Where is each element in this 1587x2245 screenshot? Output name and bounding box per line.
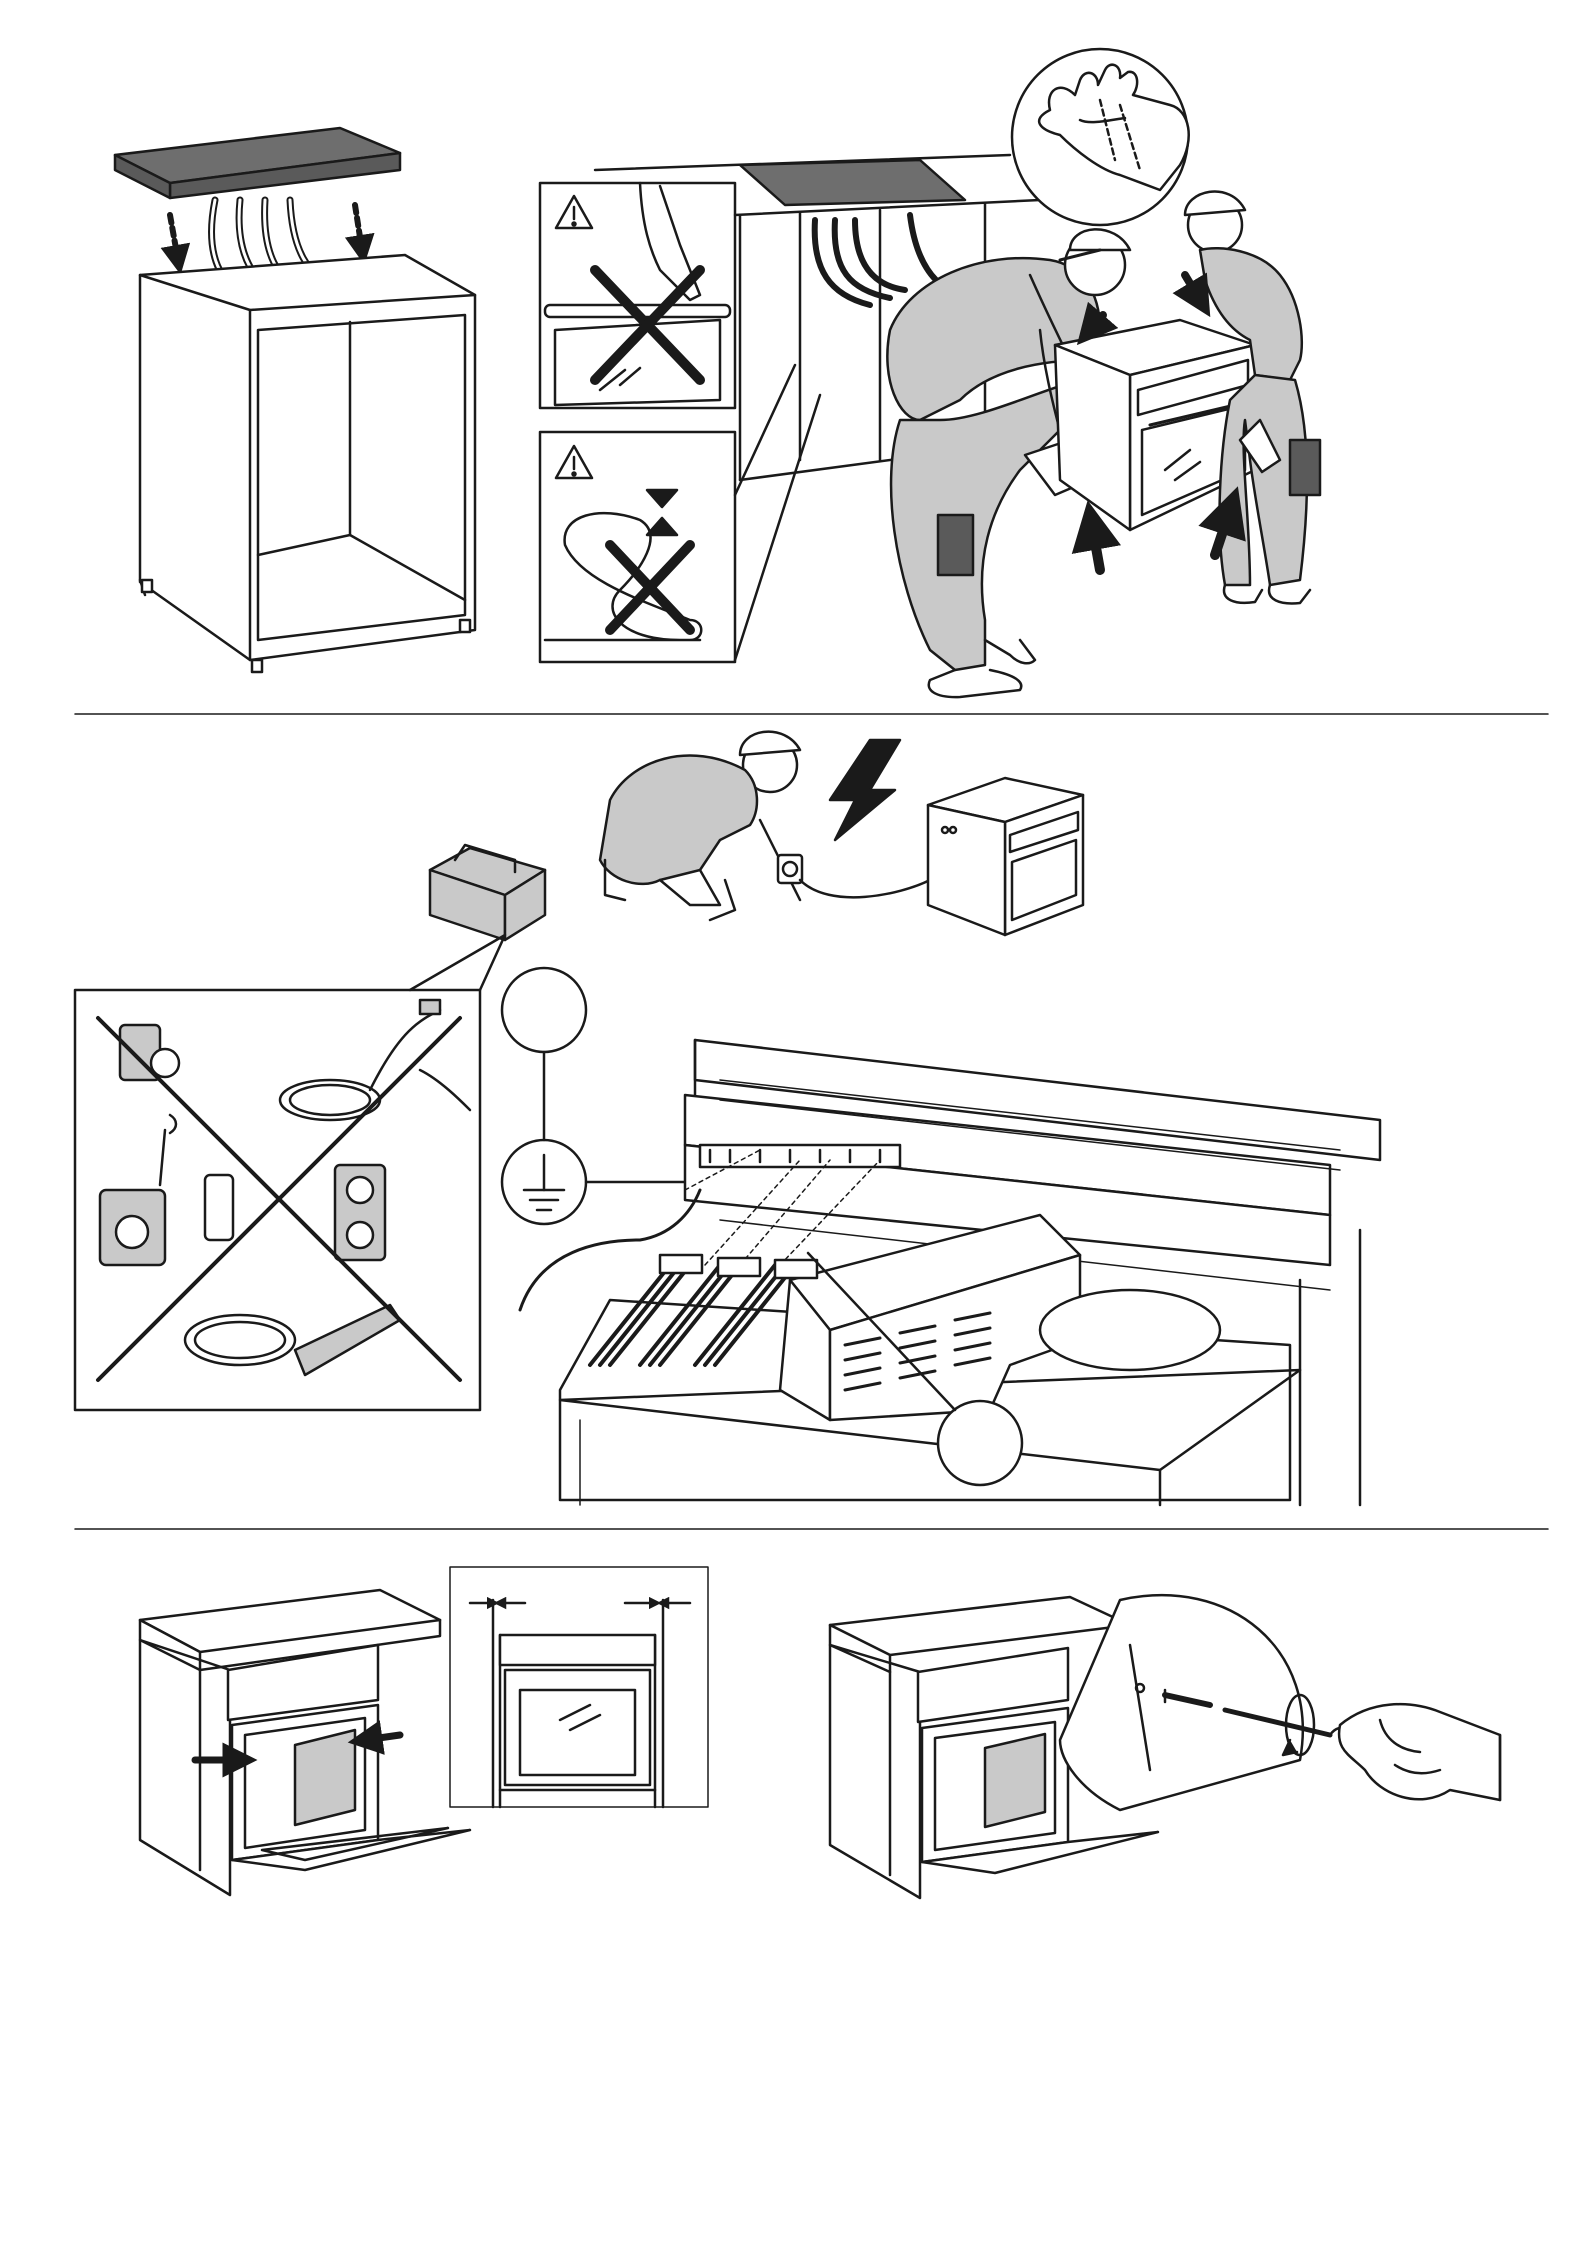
detail-callout-circle xyxy=(938,1401,1022,1485)
cabinet-with-oven-right xyxy=(830,1595,1500,1898)
arrow-down-icon xyxy=(170,215,178,260)
oven-connected xyxy=(928,778,1083,935)
gap-detail-panel xyxy=(450,1567,708,1807)
earth-ground-symbol-icon xyxy=(502,968,705,1224)
toolbox xyxy=(430,845,545,940)
lightning-bolt-icon xyxy=(830,740,900,840)
wall-socket xyxy=(778,855,802,883)
section-electrical-connection xyxy=(75,732,1380,1505)
section-installation-lifting xyxy=(115,49,1320,697)
warning-panel-cable-pinch xyxy=(540,432,735,662)
arrow-up-icon xyxy=(1092,525,1100,570)
cabinet-with-oven-left xyxy=(140,1590,470,1895)
section-mounting-fixing xyxy=(140,1567,1500,1898)
arrow-down-icon xyxy=(355,205,362,250)
prohibited-devices-panel xyxy=(75,935,505,1410)
safety-glove-icon xyxy=(1012,49,1189,225)
electrician-worker xyxy=(600,732,800,920)
arrow-down-icon xyxy=(1185,275,1200,300)
base-cabinet xyxy=(115,128,475,672)
warning-panel-door-handle xyxy=(540,183,735,408)
